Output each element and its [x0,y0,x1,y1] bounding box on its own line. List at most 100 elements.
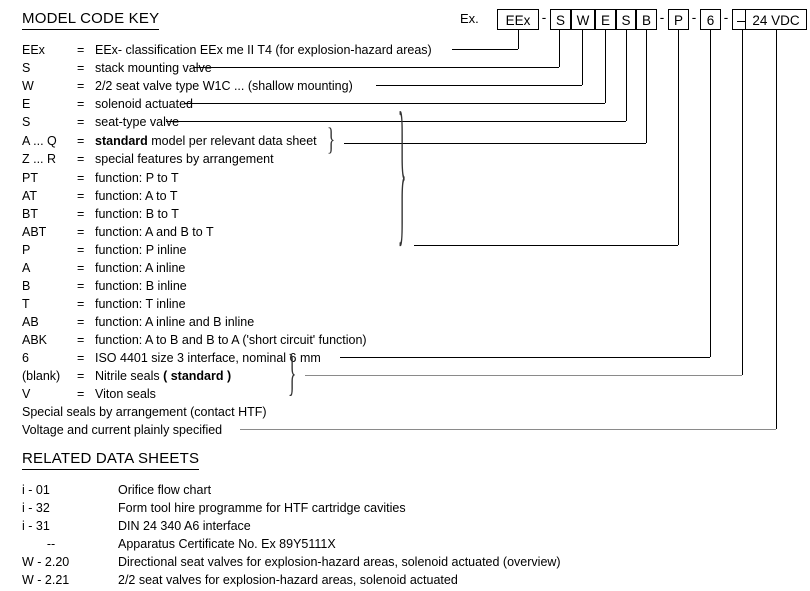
leader-line-six-vertical [710,30,711,357]
key-equals: = [77,387,85,401]
key-description-pre: Nitrile seals [95,369,164,383]
key-code: AB [22,315,39,329]
key-description: function: A and B to T [95,225,214,239]
key-equals: = [77,369,85,383]
leader-line-e-vertical [605,30,606,103]
leader-line-b-vertical [646,30,647,143]
data-sheet-description: 2/2 seat valves for explosion-hazard are… [118,573,458,587]
key-description: solenoid actuated [95,97,193,111]
key-code: T [22,297,30,311]
leader-line-voltage-horizontal [240,429,776,430]
key-equals: = [77,261,85,275]
brace-seals-group: } [288,344,297,401]
key-description: function: P to T [95,171,179,185]
key-equals: = [77,351,85,365]
key-code: A ... Q [22,134,57,148]
key-description: function: B to T [95,207,179,221]
key-description: Special seals by arrangement (contact HT… [22,405,267,419]
data-sheet-description: Directional seat valves for explosion-ha… [118,555,561,569]
code-box-s2[interactable]: S [616,9,636,30]
related-data-sheets-title: RELATED DATA SHEETS [22,450,200,470]
leader-line-eex-vertical [518,30,519,49]
key-code: P [22,243,31,257]
data-sheet-description: Form tool hire programme for HTF cartrid… [118,501,406,515]
key-code: 6 [22,351,29,365]
key-code: ABT [22,225,47,239]
key-code: (blank) [22,369,61,383]
key-description: function: P inline [95,243,187,257]
leader-line-p-horizontal [414,245,678,246]
key-description: function: A to B and B to A ('short circ… [95,333,367,347]
key-equals: = [77,152,85,166]
key-equals: = [77,225,85,239]
blank-underscore [737,21,748,22]
data-sheet-code: i - 32 [22,501,50,515]
key-equals: = [77,134,85,148]
key-code: B [22,279,31,293]
key-description: 2/2 seat valve type W1C ... (shallow mou… [95,79,353,93]
leader-line-s1-vertical [559,30,560,67]
key-equals: = [77,333,85,347]
key-description: function: A inline [95,261,186,275]
key-code: A [22,261,31,275]
code-separator-2: - [659,10,665,25]
code-box-b[interactable]: B [636,9,657,30]
key-equals: = [77,297,85,311]
code-box-voltage[interactable]: 24 VDC [745,9,807,30]
leader-line-s2-horizontal [166,121,626,122]
leader-line-s2-vertical [626,30,627,121]
leader-line-seals-vertical [742,30,743,375]
key-description: function: T inline [95,297,186,311]
key-code: E [22,97,31,111]
key-description: stack mounting valve [95,61,212,75]
code-box-six[interactable]: 6 [700,9,721,30]
code-box-p[interactable]: P [668,9,689,30]
leader-line-e-horizontal [184,103,605,104]
key-description: function: A inline and B inline [95,315,255,329]
key-code: S [22,61,31,75]
key-code: PT [22,171,38,185]
code-box-eex[interactable]: EEx [497,9,539,30]
key-equals: = [77,171,85,185]
key-equals: = [77,189,85,203]
key-description: function: A to T [95,189,178,203]
data-sheet-description: Orifice flow chart [118,483,212,497]
code-box-w[interactable]: W [571,9,595,30]
key-description: Voltage and current plainly specified [22,423,223,437]
key-description-post: model per relevant data sheet [147,134,317,148]
key-equals: = [77,243,85,257]
key-code: ABK [22,333,48,347]
brace-function-group: } [398,80,407,263]
code-box-s1[interactable]: S [550,9,571,30]
key-description: function: B inline [95,279,187,293]
leader-line-w-vertical [582,30,583,85]
leader-line-six-horizontal [340,357,710,358]
code-separator-3: - [691,10,697,25]
key-description: standard model per relevant data sheet [95,133,317,150]
key-description: EEx- classification EEx me II T4 (for ex… [95,43,432,57]
key-description: seat-type valve [95,115,180,129]
key-equals: = [77,79,85,93]
code-separator-4: - [723,10,729,25]
key-equals: = [77,207,85,221]
key-equals: = [77,315,85,329]
leader-line-seals-horizontal [305,375,742,376]
key-code: EEx [22,43,45,57]
key-code: S [22,115,31,129]
data-sheet-description: Apparatus Certificate No. Ex 89Y5111X [118,537,336,551]
key-description: Nitrile seals ( standard ) [95,368,231,385]
key-description: special features by arrangement [95,152,274,166]
model-code-key-title: MODEL CODE KEY [22,10,160,30]
key-code: AT [22,189,38,203]
data-sheet-description: DIN 24 340 A6 interface [118,519,251,533]
key-description-bold: standard [95,134,148,148]
key-equals: = [77,61,85,75]
example-label: Ex. [460,11,479,26]
data-sheet-code: W - 2.21 [22,573,70,587]
key-code: BT [22,207,38,221]
code-box-e[interactable]: E [595,9,616,30]
key-equals: = [77,97,85,111]
leader-line-eex-horizontal [452,49,518,50]
leader-line-w-horizontal [376,85,582,86]
